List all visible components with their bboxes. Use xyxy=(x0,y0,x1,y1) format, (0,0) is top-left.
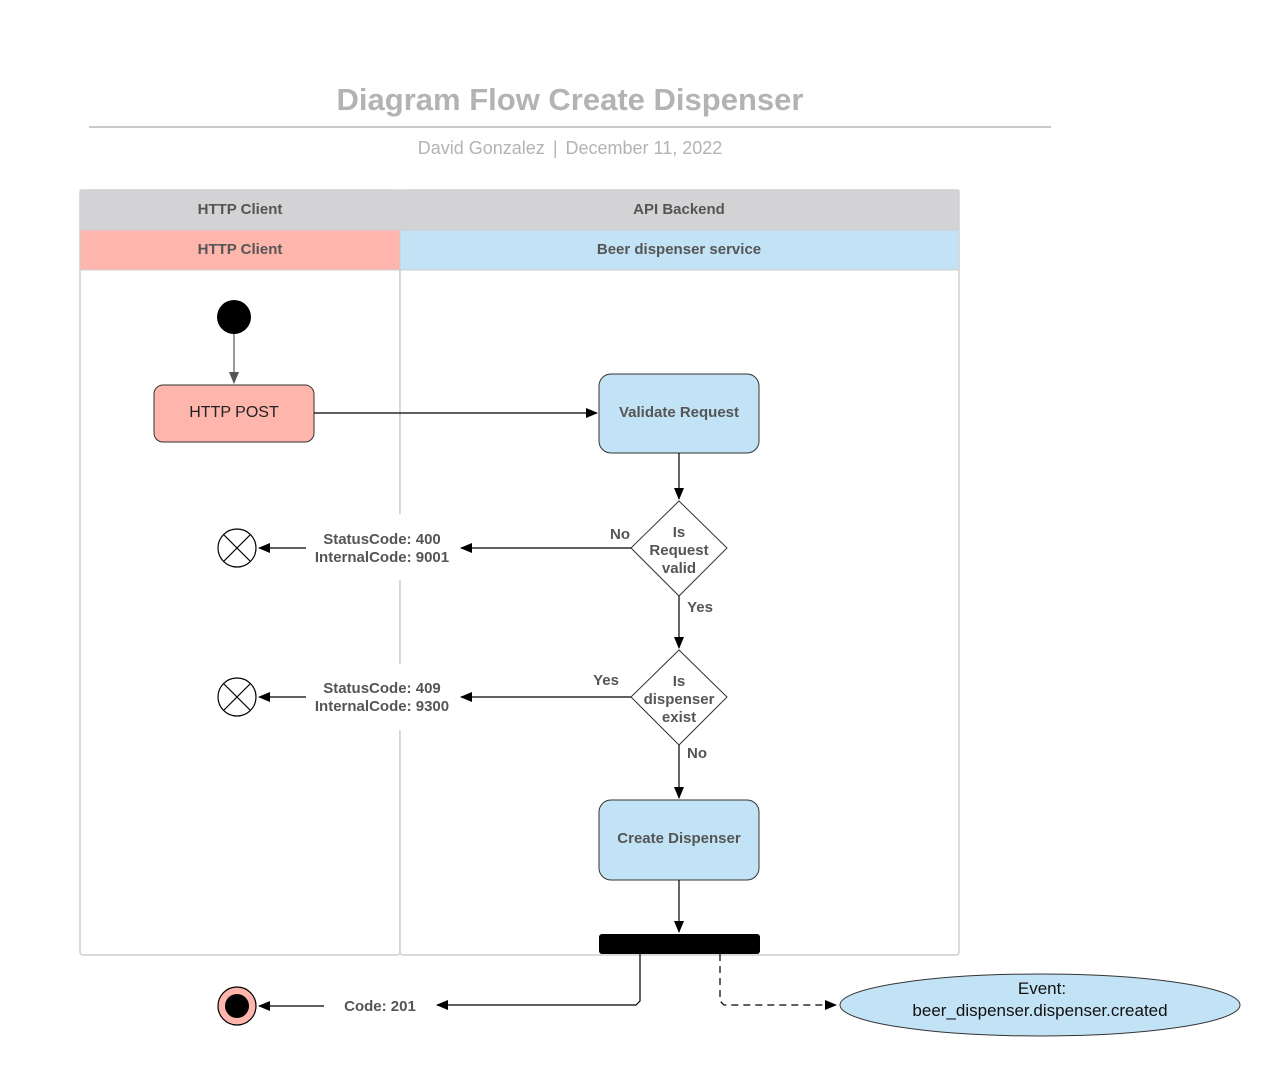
error-409-status: StatusCode: 409 xyxy=(323,680,441,697)
error-400-label-bg xyxy=(310,514,460,580)
label-valid-yes: Yes xyxy=(687,599,713,616)
validate-request-label: Validate Request xyxy=(619,404,739,421)
http-post-label: HTTP POST xyxy=(189,404,279,421)
event-node xyxy=(839,973,1241,1037)
event-label-line2: beer_dispenser.dispenser.created xyxy=(912,1001,1167,1020)
decision-valid-line1: Is xyxy=(673,524,686,541)
start-node xyxy=(217,300,251,334)
decision-exist-line2: dispenser xyxy=(644,691,715,708)
edge-fork-to-201 xyxy=(436,954,641,1010)
subtitle-separator: | xyxy=(552,138,558,158)
fork-bar xyxy=(599,934,760,954)
client-pool-label: HTTP Client xyxy=(198,201,283,218)
client-lane-header xyxy=(79,229,401,271)
backend-pool-label: API Backend xyxy=(633,201,725,218)
diagram-date: December 11, 2022 xyxy=(565,138,723,158)
error-409-internal: InternalCode: 9300 xyxy=(315,698,449,715)
decision-exist-line1: Is xyxy=(673,673,686,690)
flow-final-node-409 xyxy=(217,677,257,717)
backend-lane-header xyxy=(399,229,960,271)
swimlane-pool: HTTP Client API Backend HTTP Client Beer… xyxy=(79,189,960,956)
flow-final-node-400 xyxy=(217,528,257,568)
decision-valid-line3: valid xyxy=(662,560,696,577)
create-dispenser-label: Create Dispenser xyxy=(617,830,741,847)
success-code-label: Code: 201 xyxy=(344,998,416,1015)
label-exist-yes: Yes xyxy=(593,672,619,689)
backend-lane-label: Beer dispenser service xyxy=(597,241,761,258)
label-valid-no: No xyxy=(610,526,630,543)
label-exist-no: No xyxy=(687,745,707,762)
end-node xyxy=(217,986,257,1026)
event-label-line1: Event: xyxy=(1018,979,1066,998)
client-pool-header xyxy=(79,189,401,231)
backend-pool-header xyxy=(399,189,960,231)
author-name: David Gonzalez xyxy=(417,138,545,158)
client-lane-label: HTTP Client xyxy=(198,241,283,258)
error-400-internal: InternalCode: 9001 xyxy=(315,549,449,566)
error-400-status: StatusCode: 400 xyxy=(323,531,441,548)
diagram-title: Diagram Flow Create Dispenser xyxy=(336,82,804,117)
edge-fork-to-event xyxy=(719,954,837,1010)
title-divider xyxy=(89,126,1051,128)
diagram-subtitle: David Gonzalez | December 11, 2022 xyxy=(89,138,1051,159)
decision-exist-line3: exist xyxy=(662,709,696,726)
error-409-label-bg xyxy=(310,664,460,730)
decision-valid-line2: Request xyxy=(649,542,708,559)
